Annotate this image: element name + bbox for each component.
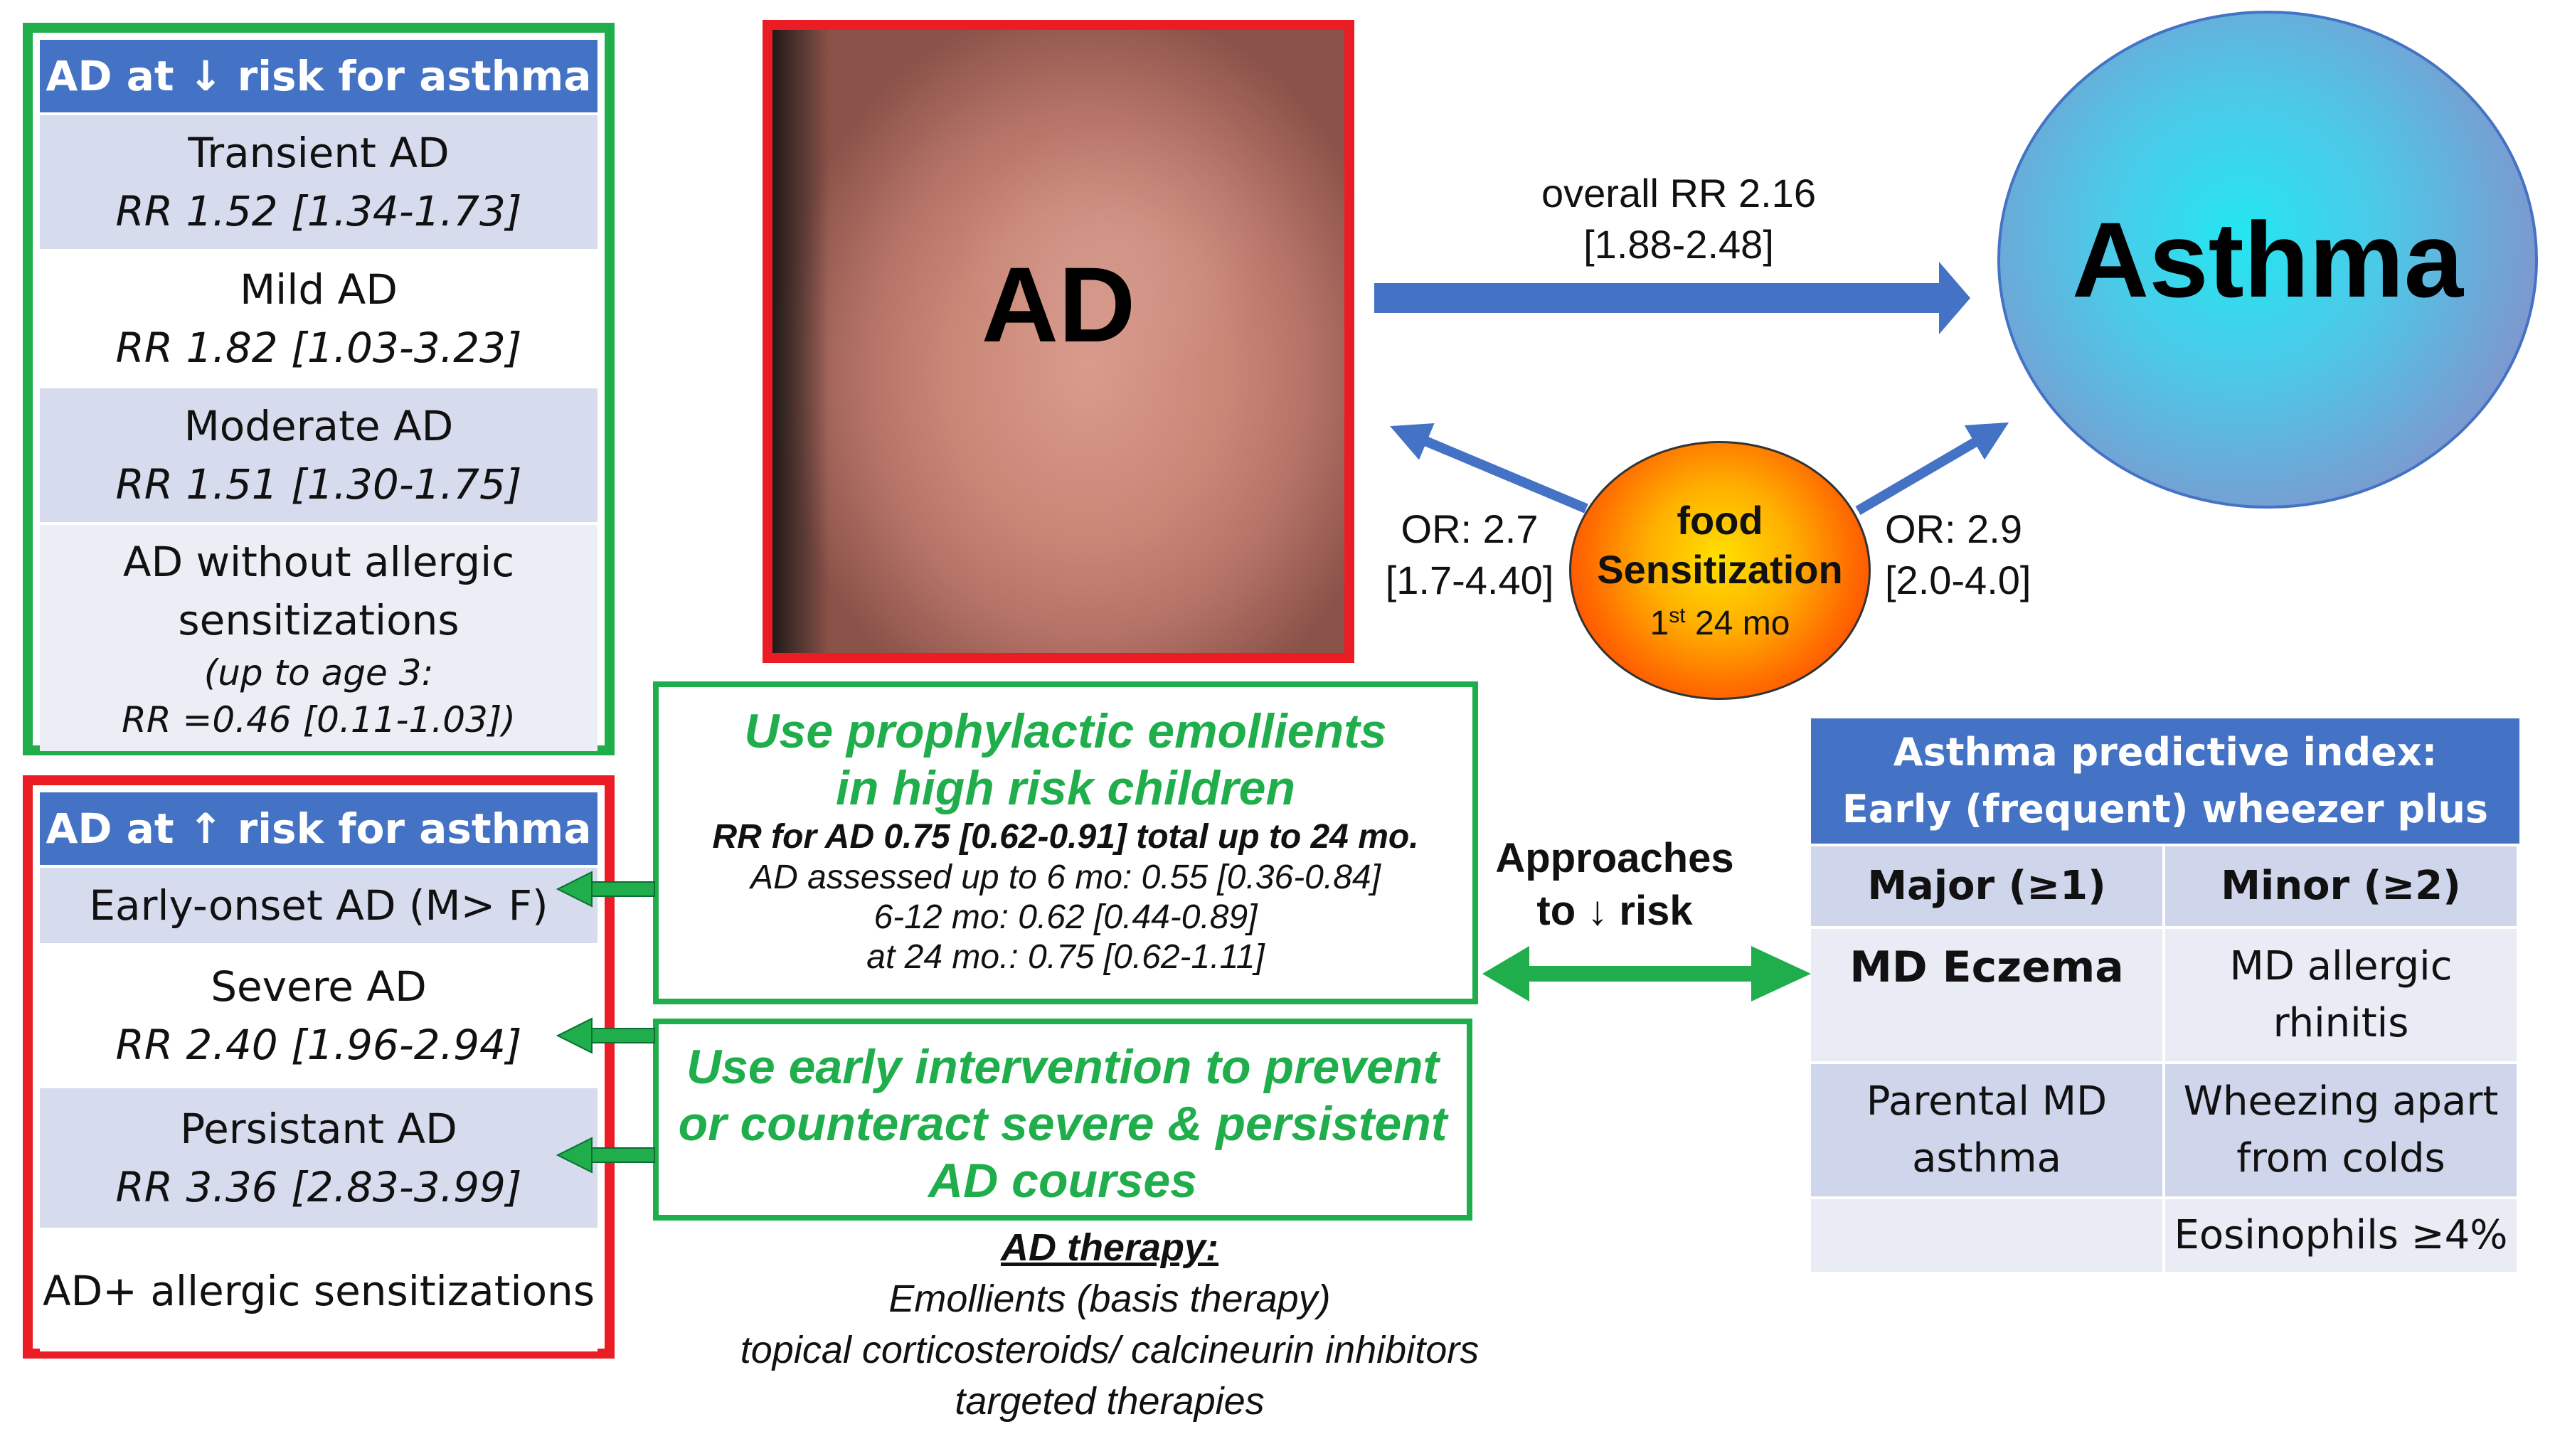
asthma-predictive-index: Asthma predictive index: Early (frequent… [1811,718,2519,1272]
risk-row-moderate: Moderate AD RR 1.51 [1.30-1.75] [40,386,597,522]
row-label: Mild AD [240,265,398,314]
row-label: AD+ allergic sensitizations [42,1267,595,1315]
row-rr: RR 2.40 [1.96-2.94] [115,1021,522,1069]
approaches-double-arrow [1482,946,1811,1001]
photo-shadow [772,30,829,653]
risk-row-persistent: Persistant AD RR 3.36 [2.83-3.99] [40,1085,597,1228]
intervention-line-2: or counteract severe & persistent [678,1097,1448,1151]
therapy-title: AD therapy: [1000,1226,1219,1269]
asthma-label: Asthma [2071,199,2464,319]
approaches-line-2: to ↓ risk [1536,888,1693,934]
risk-row-sensitizations: AD+ allergic sensitizations [40,1228,597,1351]
asthma-circle: Asthma [1997,11,2538,509]
emollients-detail-1: AD assessed up to 6 mo: 0.55 [0.36-0.84] [750,859,1381,896]
row-rr: RR 1.52 [1.34-1.73] [115,187,522,235]
age-rest: 24 mo [1685,604,1790,642]
api-major-2: Parental MD asthma [1811,1061,2165,1196]
row-rr: RR 3.36 [2.83-3.99] [115,1163,522,1211]
food-to-asthma-arrow [1855,422,2009,516]
lower-risk-box: AD at ↓ risk for asthma Transient AD RR … [23,23,615,755]
row-label: Moderate AD [184,402,454,450]
higher-risk-title: AD at ↑ risk for asthma [40,792,597,865]
row-label: Transient AD [188,129,450,177]
row-note: (up to age 3: [203,652,434,694]
therapy-item-3: targeted therapies [955,1380,1265,1423]
row-label: AD without allergic [122,538,515,586]
or-right-ci: [2.0-4.0] [1885,558,2031,602]
approaches-line-1: Approaches [1495,835,1734,881]
arrow-to-severe [556,1017,655,1054]
api-grid: Major (≥1) Minor (≥2) MD Eczema MD aller… [1811,844,2519,1272]
arrow-to-persistent [556,1137,655,1174]
overall-rr-label: overall RR 2.16 [1.88-2.48] [1480,168,1878,270]
overall-rr-ci: [1.88-2.48] [1583,222,1774,267]
emollients-title-2: in high risk children [835,761,1296,815]
row-rr: RR 1.82 [1.03-3.23] [115,324,522,372]
intervention-line-1: Use early intervention to prevent [686,1040,1440,1094]
risk-row-no-sensitization: AD without allergic sensitizations (up t… [40,522,597,751]
risk-row-early-onset: Early-onset AD (M> F) [40,865,597,943]
ad-therapy: AD therapy: Emollients (basis therapy) t… [640,1222,1579,1427]
emollients-rr: RR for AD 0.75 [0.62-0.91] total up to 2… [712,818,1419,856]
or-left-value: OR: 2.7 [1401,506,1539,551]
row-label-2: sensitizations [178,596,460,644]
arrow-to-early-onset [556,871,655,908]
food-sensitization-circle: food Sensitization 1st 24 mo [1569,441,1871,700]
or-right-value: OR: 2.9 [1885,506,2022,551]
emollients-title-1: Use prophylactic emollients [744,704,1387,758]
emollients-detail-3: at 24 mo.: 0.75 [0.62-1.11] [866,938,1265,976]
sensitization-label: Sensitization [1597,546,1843,592]
approaches-label: Approaches to ↓ risk [1487,832,1743,937]
therapy-item-1: Emollients (basis therapy) [888,1277,1331,1320]
row-rr: RR =0.46 [0.11-1.03]) [122,699,516,740]
api-major-head: Major (≥1) [1811,844,2165,926]
row-rr: RR 1.51 [1.30-1.75] [115,460,522,509]
row-label: Severe AD [211,962,427,1011]
intervention-box: Use early intervention to prevent or cou… [653,1019,1472,1221]
api-minor-2: Wheezing apart from colds [2165,1061,2519,1196]
skin-image [772,30,1344,653]
overall-arrow [1374,262,1970,334]
or-left-ci: [1.7-4.40] [1385,558,1554,602]
food-age-label: 1st 24 mo [1571,595,1869,645]
api-minor-3: Eosinophils ≥4% [2165,1196,2519,1272]
api-header: Asthma predictive index: Early (frequent… [1811,718,2519,844]
food-label: food [1677,497,1763,543]
api-title-2: Early (frequent) wheezer plus [1842,787,2489,831]
higher-risk-box: AD at ↑ risk for asthma Early-onset AD (… [23,775,615,1359]
risk-row-mild: Mild AD RR 1.82 [1.03-3.23] [40,249,597,386]
row-label: Early-onset AD (M> F) [89,881,548,930]
age-sup: st [1669,603,1686,627]
risk-row-transient: Transient AD RR 1.52 [1.34-1.73] [40,112,597,249]
api-minor-1: MD allergic rhinitis [2165,926,2519,1061]
overall-rr-value: overall RR 2.16 [1541,171,1816,216]
ad-label: AD [981,245,1136,364]
or-left-label: OR: 2.7 [1.7-4.40] [1363,504,1576,606]
food-to-ad-arrow [1390,423,1588,514]
or-right-label: OR: 2.9 [2.0-4.0] [1885,504,2098,606]
row-label: Persistant AD [180,1105,457,1153]
lower-risk-title: AD at ↓ risk for asthma [40,40,597,112]
age-num: 1 [1650,604,1669,642]
intervention-line-3: AD courses [928,1154,1197,1208]
therapy-item-2: topical corticosteroids/ calcineurin inh… [740,1329,1480,1371]
emollients-detail-2: 6-12 mo: 0.62 [0.44-0.89] [873,898,1258,936]
api-title-1: Asthma predictive index: [1893,730,2438,775]
api-major-1: MD Eczema [1811,926,2165,1061]
api-major-3 [1811,1196,2165,1272]
api-minor-head: Minor (≥2) [2165,844,2519,926]
emollients-box: Use prophylactic emollients in high risk… [653,681,1478,1004]
risk-row-severe: Severe AD RR 2.40 [1.96-2.94] [40,943,597,1085]
ad-photo: AD [763,20,1354,663]
